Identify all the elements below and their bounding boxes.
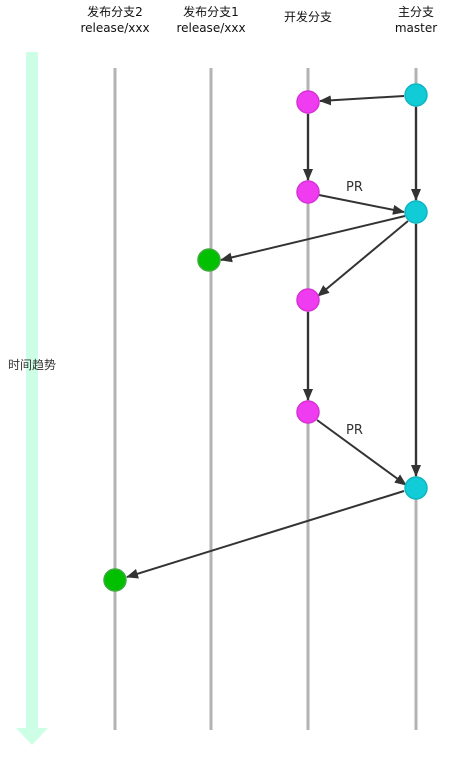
edge-dev-4-pr-to-master-3 xyxy=(316,419,407,486)
lane-subtitle-master: master xyxy=(395,21,437,35)
time-axis-head xyxy=(16,728,48,745)
commit-nodes xyxy=(103,83,428,592)
lane-subtitle-release2: release/xxx xyxy=(80,21,149,35)
lane-subtitle-release1: release/xxx xyxy=(176,21,245,35)
lane-header-master: 主分支 master xyxy=(395,5,437,35)
lane-title-release1: 发布分支1 xyxy=(183,4,239,19)
commit-node-dev-3 xyxy=(296,288,320,312)
commit-node-dev-1 xyxy=(296,90,320,114)
edge-dev-2-pr-to-master-2 xyxy=(318,194,405,215)
lane-title-release2: 发布分支2 xyxy=(87,4,143,19)
commit-node-dev-4 xyxy=(296,400,320,424)
time-axis-label: 时间趋势 xyxy=(8,358,56,372)
lane-title-dev: 开发分支 xyxy=(284,9,332,24)
lane-header-dev: 开发分支 xyxy=(284,9,332,24)
lane-title-master: 主分支 xyxy=(398,5,434,19)
edge-master-3-to-release2 xyxy=(126,490,405,579)
time-axis: 时间趋势 xyxy=(8,52,56,745)
edge-master-2-to-dev-3 xyxy=(317,220,409,297)
commit-node-master-2 xyxy=(404,200,428,224)
edge-master-to-dev-1 xyxy=(319,95,405,106)
time-axis-shaft xyxy=(26,52,38,728)
commit-node-master-1 xyxy=(404,83,428,107)
edge-master-2-to-release1 xyxy=(220,215,406,263)
commit-node-master-3 xyxy=(404,476,428,500)
commit-node-release1 xyxy=(197,248,221,272)
edges xyxy=(126,95,421,579)
commit-node-release2 xyxy=(103,568,127,592)
lane-header-release1: 发布分支1 release/xxx xyxy=(176,4,245,35)
lane-header-release2: 发布分支2 release/xxx xyxy=(80,4,149,35)
edge-label-pr-1: PR xyxy=(346,180,363,195)
edge-label-pr-2: PR xyxy=(346,423,363,438)
commit-node-dev-2 xyxy=(296,180,320,204)
